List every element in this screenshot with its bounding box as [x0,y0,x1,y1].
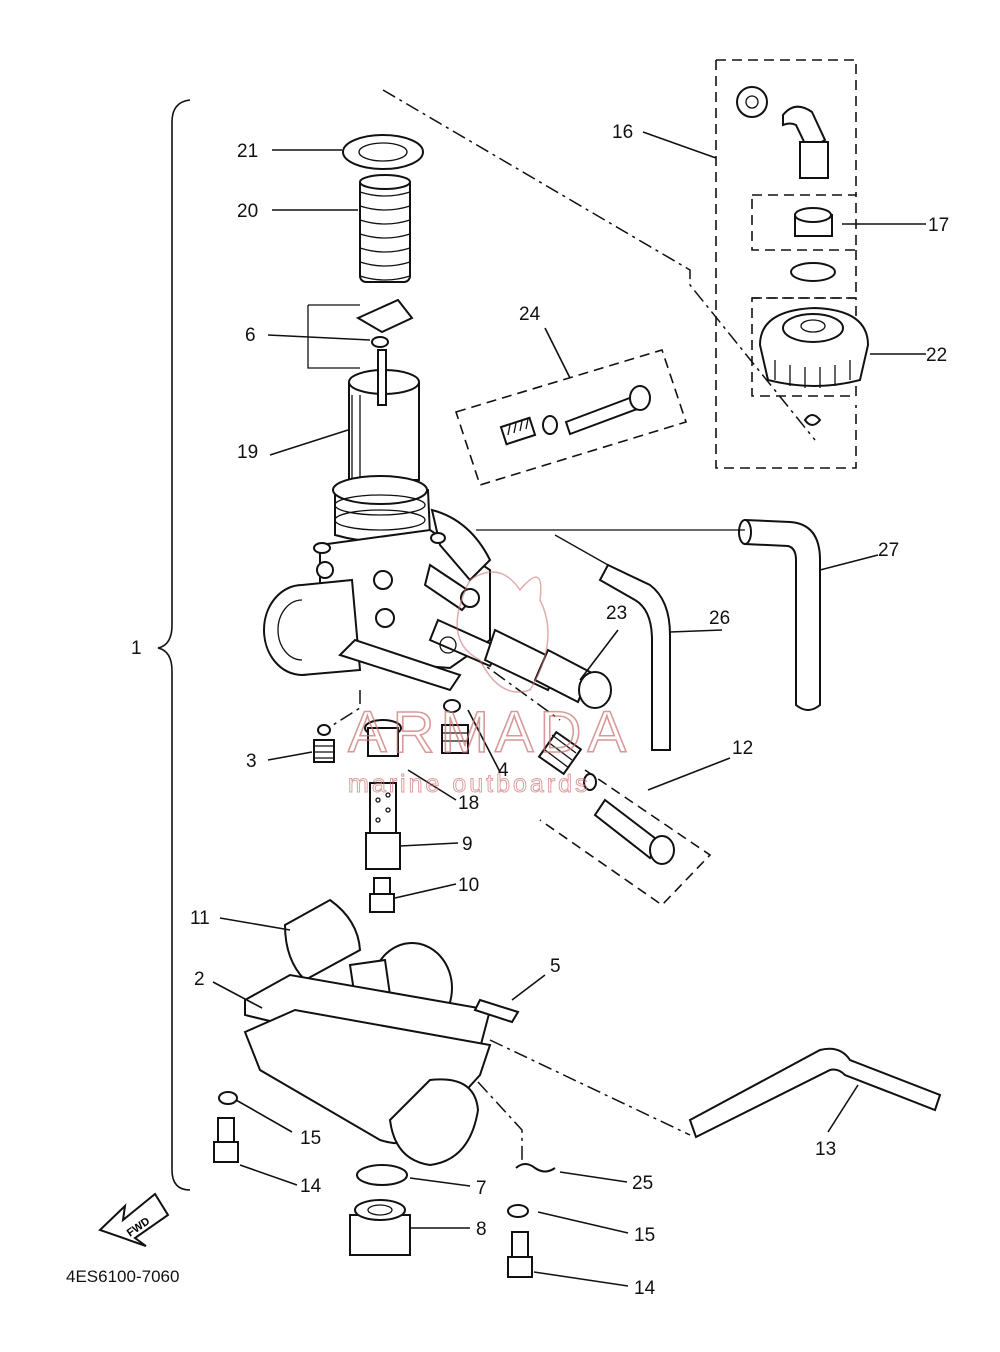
callout-7: 7 [476,1178,487,1199]
callout-14-right: 14 [634,1278,656,1299]
part-15-washer-right [507,1204,529,1218]
part-17-nut [794,207,833,237]
watermark-title: ARMADA [348,700,632,765]
part-23-starter-plunger [483,628,612,709]
alignment-line-3 [324,690,361,731]
callout-19: 19 [237,442,258,463]
diagram-part-code: 4ES6100-7060 [66,1267,179,1286]
part-10-main-jet [369,877,395,913]
callout-17: 17 [928,215,949,236]
alignment-line-top [382,89,816,441]
callout-20: 20 [237,201,258,222]
callout-8: 8 [476,1219,487,1240]
watermark: ARMADA marine outboards [347,571,632,799]
callout-16: 16 [612,122,633,143]
part-15-washer-left [218,1091,238,1105]
fwd-arrow-icon: FWD [98,1192,170,1247]
part-5-pin [473,998,520,1024]
part-14-screw-left [213,1117,239,1163]
callout-12: 12 [732,738,753,759]
part-16-fitting [736,86,829,179]
part-26-hose [598,563,671,751]
callout-1: 1 [131,638,142,659]
callout-23: 23 [606,603,627,624]
callout-9: 9 [462,834,473,855]
part-18-needle-jet [364,719,402,757]
cap-clip [803,414,822,426]
callout-3: 3 [246,751,257,772]
part-27-hose [744,518,821,711]
float-bowl [243,1008,492,1167]
part-12-air-screw-set [537,730,675,865]
callout-24: 24 [519,304,541,325]
callout-18: 18 [458,793,479,814]
alignment-line-bowl [489,1039,691,1136]
group-12-box [539,769,712,907]
callout-11: 11 [190,908,210,929]
part-3-plug [313,724,335,763]
callout-2: 2 [194,969,205,990]
alignment-line-12 [449,639,561,721]
part-25-clip [515,1163,556,1173]
washer-17 [790,262,836,282]
callout-15-left: 15 [300,1128,321,1149]
watermark-subtitle: marine outboards [348,770,591,798]
group-16-box [715,59,857,469]
part-6-needle-clip [307,298,414,369]
group-24-box [454,349,688,486]
part-24-pilot-screw-set [499,385,651,446]
callout-25: 25 [632,1173,653,1194]
callout-13: 13 [815,1139,836,1160]
part-22-cap-nut [758,306,870,388]
part-8-drain-plug [349,1199,411,1256]
assembly-bracket [157,99,191,1191]
part-21-cap-washer [342,134,424,170]
watermark-logo-icon [456,571,549,693]
callout-27: 27 [878,540,899,561]
part-4-pilot-jet [441,699,469,754]
alignment-line-25 [477,1081,523,1165]
callout-15-right: 15 [634,1225,655,1246]
part-7-o-ring [356,1164,408,1186]
part-9-main-jet-holder [365,782,401,870]
part-20-spring [359,174,411,283]
callout-26: 26 [709,608,730,629]
part-19-throttle-valve [348,349,420,481]
callout-14-left: 14 [300,1176,322,1197]
part-13-hose [688,1047,942,1139]
part-14-screw-right [507,1231,533,1278]
callout-6: 6 [245,325,256,346]
callout-21: 21 [237,141,258,162]
leader-lines [212,131,926,1287]
callout-5: 5 [550,956,561,977]
callout-4: 4 [498,760,509,781]
callout-22: 22 [926,345,947,366]
callout-10: 10 [458,875,479,896]
carburetor-body [263,475,502,692]
